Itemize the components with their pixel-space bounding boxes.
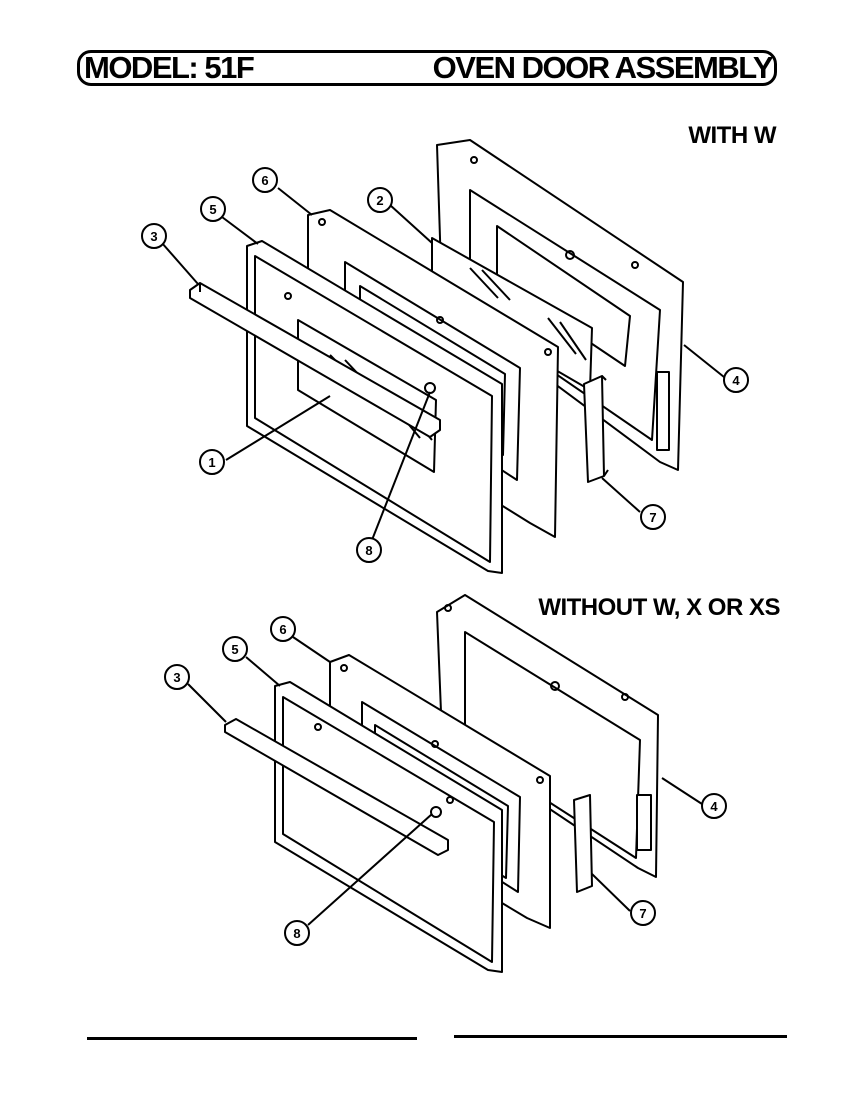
- variant-label-without: WITHOUT W, X OR XS: [538, 594, 780, 621]
- callout-8-bottom-num: 8: [293, 926, 300, 941]
- callout-6-top-num: 6: [261, 173, 268, 188]
- callout-2-top: [367, 187, 393, 213]
- callout-5-top-num: 5: [209, 202, 216, 217]
- variant-label-with-w: WITH W: [688, 122, 776, 149]
- callout-3-bottom: [164, 664, 190, 690]
- title-frame: [77, 50, 777, 86]
- callout-7-top-num: 7: [649, 510, 656, 525]
- callout-7-bottom-num: 7: [639, 906, 646, 921]
- callout-4-top-num: 4: [732, 373, 740, 388]
- assembly-title: OVEN DOOR ASSEMBLY: [432, 50, 774, 85]
- callout-6-top: [252, 167, 278, 193]
- callout-8-top: [356, 537, 382, 563]
- callout-5-bottom: [222, 636, 248, 662]
- part-8-fastener-top: [424, 382, 436, 394]
- callout-8-top-num: 8: [365, 543, 372, 558]
- callout-4-top: [723, 367, 749, 393]
- part-8-fastener-bottom: [430, 806, 442, 818]
- callout-6-bottom: [270, 616, 296, 642]
- footer-rule-left: [87, 1037, 417, 1040]
- part-3-handle-top: [189, 282, 441, 438]
- callout-8-bottom: [284, 920, 310, 946]
- part-7-hinge-top: [583, 375, 609, 483]
- callout-3-top-num: 3: [150, 229, 157, 244]
- callout-5-top: [200, 196, 226, 222]
- part-7-hinge-bottom: [573, 794, 593, 893]
- callout-6-bottom-num: 6: [279, 622, 286, 637]
- callout-4-bottom-num: 4: [710, 799, 718, 814]
- model-label: MODEL: 51F: [84, 50, 255, 85]
- footer-rule-right: [454, 1035, 787, 1038]
- callout-2-top-num: 2: [376, 193, 383, 208]
- callout-3-top: [141, 223, 167, 249]
- callout-1-top-num: 1: [208, 455, 215, 470]
- callout-5-bottom-num: 5: [231, 642, 238, 657]
- callout-7-bottom: [630, 900, 656, 926]
- callout-7-top: [640, 504, 666, 530]
- callout-1-top: [199, 449, 225, 475]
- part-3-handle-bottom: [224, 718, 449, 856]
- callout-4-bottom: [701, 793, 727, 819]
- callout-3-bottom-num: 3: [173, 670, 180, 685]
